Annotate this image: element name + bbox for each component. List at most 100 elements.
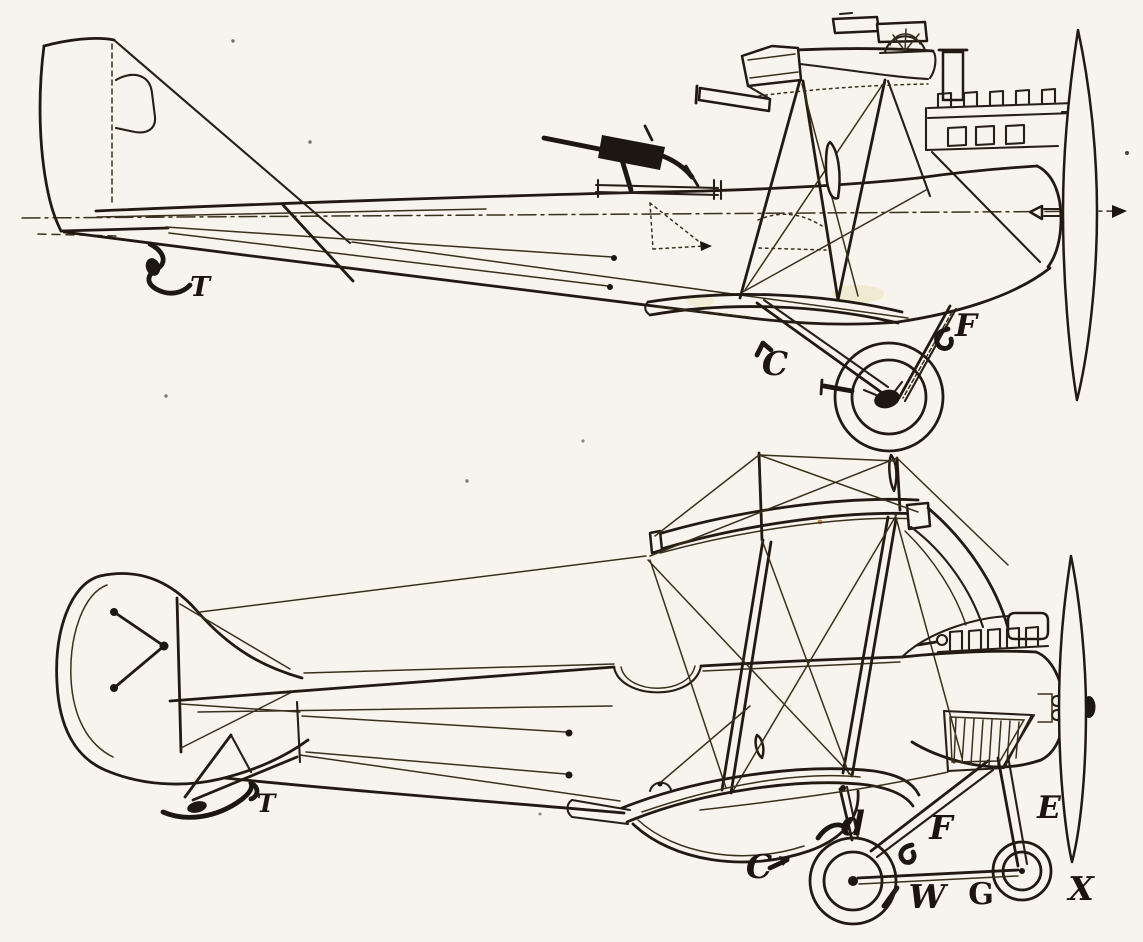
centre-section-struts xyxy=(738,78,932,302)
dotted-reference-triangle xyxy=(649,202,712,251)
cylinder-rail xyxy=(926,111,1077,120)
gun-receiver xyxy=(598,135,665,170)
ink-speck xyxy=(581,439,585,443)
hub-bracket xyxy=(1037,693,1053,723)
radiator-louvre xyxy=(970,718,975,765)
label-front-strut: F xyxy=(928,808,955,847)
wing-tip-block xyxy=(648,529,664,555)
fuselage-lower-edge xyxy=(299,754,621,802)
cylinder-stud xyxy=(1024,625,1040,648)
skid-shoe-blob xyxy=(187,801,207,813)
gun-grip xyxy=(684,164,700,188)
quadrant-inner-arc xyxy=(889,33,921,46)
wheel-hub xyxy=(874,389,900,409)
flying-wire xyxy=(761,539,850,775)
gun-mount-rail xyxy=(594,190,720,197)
figure-bottom-biplane-quarter-view: T C d F E W G X xyxy=(55,451,1096,926)
fuselage-diagonal-wire xyxy=(351,241,909,319)
front-wheel-assembly xyxy=(856,754,1053,902)
hub-tip-cone xyxy=(1112,205,1127,218)
wing-top-edge xyxy=(793,47,935,53)
spinner-cone xyxy=(1028,204,1044,221)
root-dotted-curve xyxy=(757,213,823,227)
label-chassis-skid: C xyxy=(746,847,772,886)
wing-leading-edge xyxy=(928,49,937,80)
fuselage-top-line xyxy=(168,665,616,703)
cabane-wire xyxy=(740,189,927,294)
ink-speck xyxy=(164,394,168,398)
kingpost xyxy=(895,456,902,512)
cabane-strut xyxy=(738,78,802,300)
fin-brace-line xyxy=(112,38,352,245)
root-dotted-line xyxy=(758,247,827,251)
cylinder-stud xyxy=(1014,88,1031,106)
root-curve xyxy=(904,530,967,626)
landing-wire xyxy=(758,454,919,513)
horn-pivot-dot xyxy=(657,781,663,787)
wire-anchor-dot xyxy=(607,284,613,290)
ink-speck xyxy=(465,479,469,483)
spar-hub-dot xyxy=(159,641,169,651)
inner-wheel-strut xyxy=(838,787,854,842)
wire-anchor-dot xyxy=(565,771,573,779)
front-wheel-hub xyxy=(1019,868,1025,874)
interplane-strut xyxy=(720,538,765,792)
rear-machine-gun xyxy=(541,124,723,201)
tail-skid-shoe xyxy=(145,258,161,276)
wing-top-edge xyxy=(653,497,920,537)
main-wheel-rim xyxy=(822,850,884,912)
wing-bottom-edge xyxy=(656,511,922,552)
kingpost-blade xyxy=(888,453,898,493)
propeller-blade xyxy=(1057,554,1088,864)
radiator-louvre xyxy=(1015,721,1020,759)
wing-underside-dotted xyxy=(751,83,929,98)
tailplane xyxy=(55,572,310,786)
nose-front xyxy=(1035,164,1063,269)
cylinder-stud xyxy=(1040,87,1057,105)
skid-curl xyxy=(248,780,260,802)
post-to-post-wire xyxy=(759,454,896,462)
wing-underside xyxy=(798,62,930,81)
axle-tube xyxy=(856,868,1020,880)
label-leader-W2 xyxy=(887,886,899,904)
propeller-blade xyxy=(1061,28,1099,402)
landing-wire xyxy=(649,457,898,557)
chassis-front-strut xyxy=(762,298,890,389)
axle-tube-double xyxy=(858,875,1019,885)
spar-end-dot xyxy=(110,684,118,692)
gravity-tank xyxy=(1006,611,1050,641)
fuselage-top-line xyxy=(699,655,904,668)
label-front-wheel: X xyxy=(1066,869,1095,908)
cylinder-stud xyxy=(936,91,953,109)
quadrant-base xyxy=(878,49,932,55)
strut-centre-dashes xyxy=(902,311,953,399)
bracing-wire xyxy=(168,232,609,287)
fin-top-edge xyxy=(42,37,116,48)
horn-wire xyxy=(660,705,751,783)
radiator-louvre xyxy=(953,717,957,764)
wheel-tyre xyxy=(833,341,945,453)
gun-cocking-lever xyxy=(643,124,654,142)
tail-spar xyxy=(112,610,166,690)
tail-skid xyxy=(146,241,193,296)
radiator-louvre xyxy=(988,719,993,766)
wing-gun-barrel xyxy=(697,86,772,113)
receiver-detail xyxy=(749,71,799,79)
upper-wing xyxy=(648,451,1010,630)
strut-fitting-dot xyxy=(840,785,846,791)
fuselage-bottom-longeron xyxy=(62,230,1052,326)
chassis-hoop-skid xyxy=(631,789,860,864)
flying-wire xyxy=(732,513,898,792)
propeller xyxy=(1028,28,1127,402)
chassis-rear-strut xyxy=(903,307,958,403)
interplane-struts xyxy=(647,513,963,795)
radiator-inner-frame xyxy=(949,716,1026,763)
fuselage-top-longeron xyxy=(94,176,920,213)
cylinder-rail xyxy=(936,644,1050,654)
extension-strut xyxy=(1006,754,1029,866)
chassis-front-strut xyxy=(755,301,883,394)
label-extension-strut: E xyxy=(1036,790,1061,826)
fuselage xyxy=(168,555,904,815)
